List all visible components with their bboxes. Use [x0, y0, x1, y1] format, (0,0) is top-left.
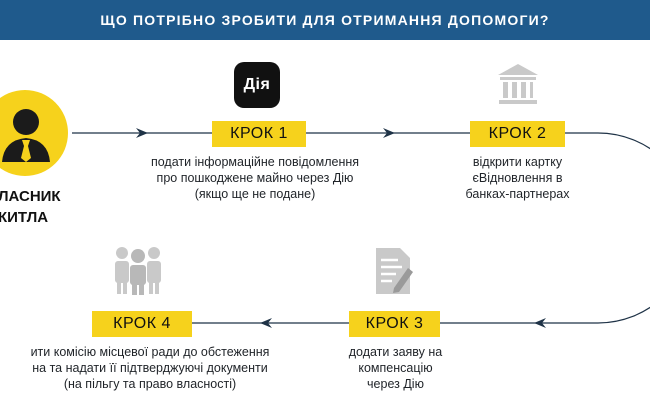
- group-people-icon: [115, 247, 161, 295]
- document-edit-icon: [376, 248, 413, 294]
- bank-icon: [498, 64, 538, 104]
- step-4-description: ити комісію місцевої ради до обстеження …: [30, 345, 270, 391]
- step-3-label: КРОК 3: [349, 311, 440, 337]
- person-tie-icon: [2, 109, 50, 162]
- step-1-label: КРОК 1: [212, 121, 306, 147]
- step-1-description: подати інформаційне повідомлення про пош…: [150, 155, 360, 201]
- step-2-description: відкрити картку єВідновлення в банках-па…: [465, 155, 570, 201]
- diia-app-icon: Дія: [234, 62, 280, 108]
- owner-label: ЛАСНИК КИТЛА: [0, 188, 61, 226]
- step-4-label: КРОК 4: [92, 311, 192, 337]
- step-3-description: додати заяву на компенсацію через Дію: [348, 345, 443, 391]
- step-2-label: КРОК 2: [470, 121, 565, 147]
- page-title: ЩО ПОТРІБНО ЗРОБИТИ ДЛЯ ОТРИМАННЯ ДОПОМО…: [0, 0, 650, 40]
- owner-avatar: [0, 90, 68, 176]
